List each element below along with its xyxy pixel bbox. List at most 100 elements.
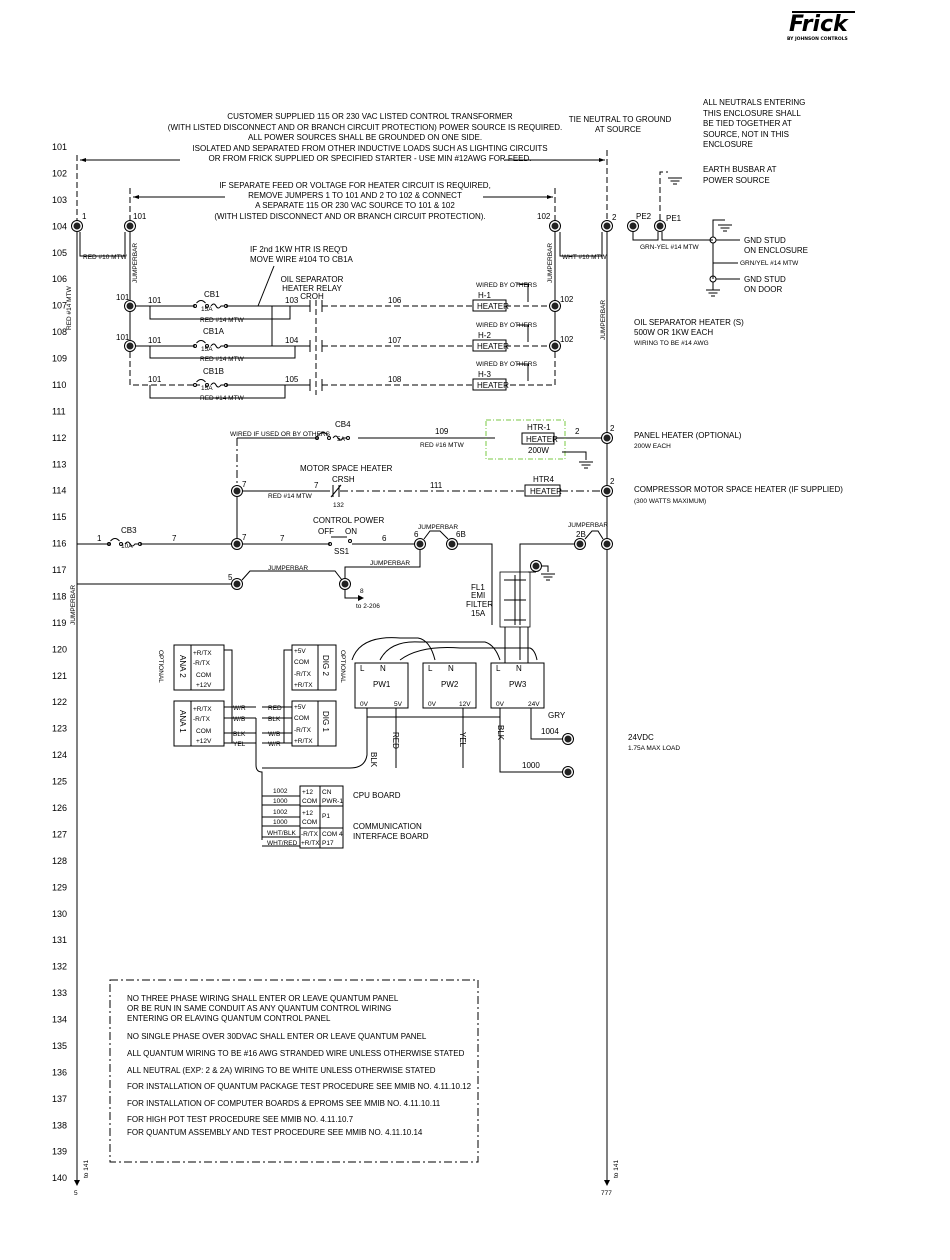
svg-text:ALL NEUTRAL (EXP: 2 & 2A) WIRI: ALL NEUTRAL (EXP: 2 & 2A) WIRING TO BE W…: [127, 1066, 436, 1075]
general-notes: NO THREE PHASE WIRING SHALL ENTER OR LEA…: [127, 994, 472, 1137]
terminal-1000: [562, 766, 574, 778]
svg-text:-R/TX: -R/TX: [193, 716, 211, 723]
svg-text:OPTIONAL: OPTIONAL: [339, 650, 346, 683]
terminal-2: [601, 220, 613, 232]
svg-text:H-2: H-2: [478, 331, 491, 340]
svg-text:H-1: H-1: [478, 291, 491, 300]
heater-feed-note: IF SEPARATE FEED OR VOLTAGE FOR HEATER C…: [214, 181, 490, 221]
wire-red10-label: RED #10 MTW: [83, 254, 128, 261]
motor-heater-htr4: [524, 484, 561, 497]
logo-text: Frick: [789, 12, 849, 37]
rung-number: 118: [52, 591, 66, 601]
cb1b-label: CB1B: [203, 367, 224, 376]
terminal-101-row108: [124, 340, 136, 352]
svg-text:15A: 15A: [201, 306, 213, 313]
svg-text:HTR-1: HTR-1: [527, 423, 551, 432]
svg-text:OIL SEPARATOR: OIL SEPARATOR: [281, 275, 344, 284]
svg-text:COM 4: COM 4: [322, 831, 343, 838]
svg-text:SS1: SS1: [334, 547, 350, 556]
svg-text:101: 101: [148, 336, 162, 345]
svg-text:OFF: OFF: [318, 527, 334, 536]
terminal-102-label: 102: [537, 212, 551, 221]
svg-text:5: 5: [74, 1190, 78, 1197]
svg-text:FOR INSTALLATION OF QUANTUM PA: FOR INSTALLATION OF QUANTUM PACKAGE TEST…: [127, 1082, 472, 1091]
rung-number: 138: [52, 1120, 67, 1130]
svg-text:HTR4: HTR4: [533, 475, 554, 484]
svg-text:777: 777: [601, 1190, 612, 1197]
svg-text:FL1: FL1: [471, 583, 485, 592]
svg-text:BE TIED TOGETHER AT: BE TIED TOGETHER AT: [703, 119, 792, 128]
terminal-1004: [562, 733, 574, 745]
svg-text:SOURCE, NOT IN THIS: SOURCE, NOT IN THIS: [703, 130, 789, 139]
svg-text:-R/TX: -R/TX: [294, 727, 312, 734]
rung-number: 126: [52, 803, 67, 813]
svg-text:ANA 1: ANA 1: [178, 710, 187, 733]
svg-text:N: N: [448, 664, 454, 673]
svg-text:WHT/RED: WHT/RED: [267, 840, 298, 847]
svg-text:JUMPERBAR: JUMPERBAR: [70, 585, 77, 625]
svg-text:W/R: W/R: [268, 741, 281, 748]
svg-text:WHT/BLK: WHT/BLK: [267, 830, 297, 837]
svg-text:EMI: EMI: [471, 591, 485, 600]
terminal-6b: [446, 538, 458, 550]
svg-text:5: 5: [228, 573, 233, 582]
svg-text:REMOVE JUMPERS 1 TO 101 AND 2: REMOVE JUMPERS 1 TO 101 AND 2 TO 102 & C…: [248, 191, 462, 200]
rung-number: 112: [52, 433, 66, 443]
svg-text:103: 103: [285, 296, 299, 305]
svg-text:10A: 10A: [121, 543, 133, 550]
svg-text:THIS ENCLOSURE SHALL: THIS ENCLOSURE SHALL: [703, 109, 801, 118]
svg-text:YEL: YEL: [233, 741, 246, 748]
general-notes-box: [109, 979, 479, 1163]
motor-heater-note: COMPRESSOR MOTOR SPACE HEATER (IF SUPPLI…: [634, 485, 843, 494]
power-source-note: CUSTOMER SUPPLIED 115 OR 230 VAC LISTED …: [168, 112, 562, 163]
svg-text:101: 101: [148, 296, 162, 305]
svg-text:GRY: GRY: [548, 711, 566, 720]
tie-neutral-note: TIE NEUTRAL TO GROUND AT SOURCE: [569, 115, 672, 134]
svg-text:ON DOOR: ON DOOR: [744, 285, 782, 294]
svg-text:NO THREE PHASE WIRING SHALL EN: NO THREE PHASE WIRING SHALL ENTER OR LEA…: [127, 994, 399, 1003]
rung-number: 140: [52, 1173, 67, 1183]
svg-text:ISOLATED AND SEPARATED FROM OT: ISOLATED AND SEPARATED FROM OTHER INDUCT…: [192, 144, 547, 153]
svg-text:MOVE WIRE #104 TO CB1A: MOVE WIRE #104 TO CB1A: [250, 255, 354, 264]
oil-separator-heater-note: OIL SEPARATOR HEATER (S) 500W OR 1KW EAC…: [634, 318, 744, 347]
svg-text:1002: 1002: [273, 788, 288, 795]
rung-number: 136: [52, 1067, 67, 1077]
rung-number: 101: [52, 142, 67, 152]
svg-text:0V: 0V: [496, 701, 505, 708]
terminal-7-row116: [231, 538, 243, 550]
rung-number: 105: [52, 248, 67, 258]
gnd-stud-door-label: GND STUD: [744, 275, 786, 284]
rung-number: 109: [52, 354, 67, 364]
rung-number: 122: [52, 697, 67, 707]
svg-text:TIE NEUTRAL TO GROUND: TIE NEUTRAL TO GROUND: [569, 115, 672, 124]
terminal-102: [549, 220, 561, 232]
svg-text:CN: CN: [322, 789, 332, 796]
rung-number: 119: [52, 618, 66, 628]
jumperbar-label: JUMPERBAR: [132, 243, 139, 283]
svg-text:RED #14 MTW: RED #14 MTW: [200, 356, 245, 363]
svg-text:+R/TX: +R/TX: [193, 650, 212, 657]
terminal-101-row107: [124, 300, 136, 312]
svg-text:(WITH LISTED DISCONNECT AND OR: (WITH LISTED DISCONNECT AND OR BRANCH CI…: [168, 123, 562, 132]
svg-text:JUMPERBAR: JUMPERBAR: [418, 524, 458, 531]
svg-text:+R/TX: +R/TX: [294, 738, 313, 745]
second-heater-note: IF 2nd 1KW HTR IS REQ'D: [250, 245, 348, 254]
svg-text:24V: 24V: [528, 701, 540, 708]
svg-text:ALL POWER SOURCES SHALL BE GRO: ALL POWER SOURCES SHALL BE GROUNDED ON O…: [248, 133, 482, 142]
rung-number: 113: [52, 459, 66, 469]
svg-text:COM: COM: [196, 728, 211, 735]
svg-text:INTERFACE BOARD: INTERFACE BOARD: [353, 832, 429, 841]
svg-text:104: 104: [285, 336, 299, 345]
svg-text:P1: P1: [322, 813, 330, 820]
svg-text:DIG 1: DIG 1: [321, 711, 330, 732]
emi-filter-fl1: FL1 EMI FILTER 15A: [466, 560, 556, 628]
rung-number: 123: [52, 724, 67, 734]
rung-number: 129: [52, 882, 67, 892]
panel-heater-htr1: [521, 432, 555, 445]
svg-text:+R/TX: +R/TX: [301, 840, 320, 847]
svg-text:N: N: [380, 664, 386, 673]
svg-text:RED #14 MTW: RED #14 MTW: [268, 493, 313, 500]
svg-text:15A: 15A: [201, 385, 213, 392]
svg-text:1000: 1000: [273, 819, 288, 826]
